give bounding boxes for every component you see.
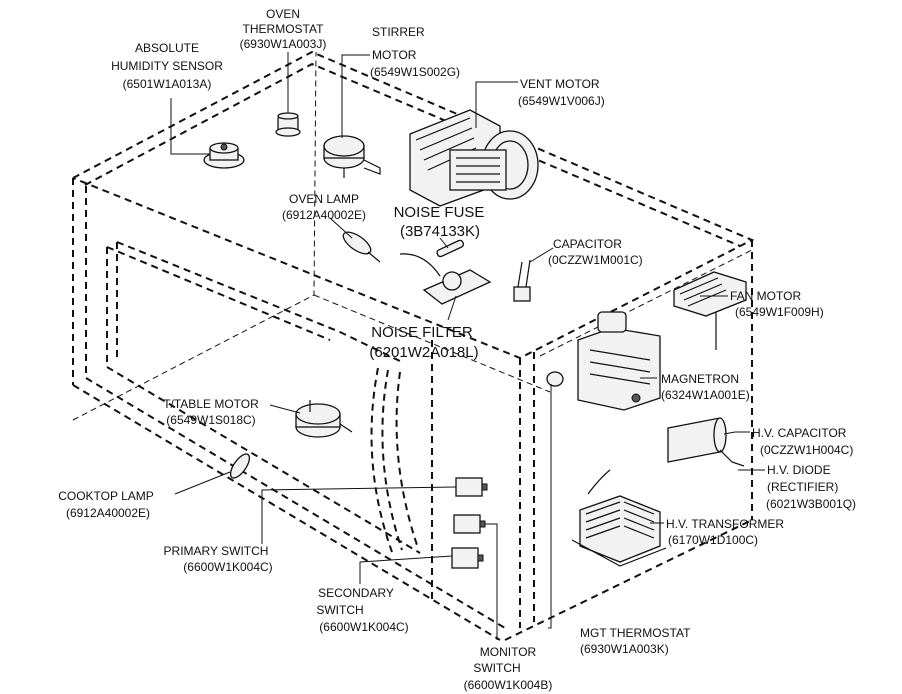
noise-filter-code: (6201W2A018L)	[369, 344, 478, 361]
oven-thermostat-name-2: THERMOSTAT	[243, 22, 325, 36]
primary-switch-name: PRIMARY SWITCH	[164, 544, 269, 558]
label-oven-thermostat: OVEN THERMOSTAT (6930W1A003J)	[240, 7, 327, 51]
hv-diode-name-1: H.V. DIODE	[767, 463, 831, 477]
label-mgt-thermostat: MGT THERMOSTAT (6930W1A003K)	[580, 626, 691, 656]
hv-capacitor-name: H.V. CAPACITOR	[752, 426, 847, 440]
oven-lamp-part	[342, 231, 381, 263]
label-capacitor: CAPACITOR (0CZZW1M001C)	[548, 237, 643, 267]
monitor-switch-name-2: SWITCH	[473, 661, 520, 675]
monitor-switch-part	[453, 514, 486, 534]
noise-fuse-name: NOISE FUSE	[394, 204, 485, 221]
secondary-switch-name-1: SECONDARY	[318, 586, 394, 600]
label-primary-switch: PRIMARY SWITCH (6600W1K004C)	[164, 544, 273, 574]
oven-lamp-code: (6912A40002E)	[282, 208, 366, 222]
label-noise-filter: NOISE FILTER (6201W2A018L)	[369, 324, 478, 361]
label-monitor-switch: MONITOR SWITCH (6600W1K004B)	[464, 645, 553, 692]
humidity-sensor-part	[203, 142, 245, 169]
label-oven-lamp: OVEN LAMP (6912A40002E)	[282, 192, 366, 222]
noise-fuse-code: (3B74133K)	[400, 223, 480, 240]
hv-transformer-part	[571, 469, 667, 567]
noise-fuse-part	[436, 239, 465, 258]
humidity-sensor-name-1: ABSOLUTE	[135, 41, 199, 55]
label-stirrer-motor: STIRRER MOTOR (6549W1S002G)	[370, 25, 460, 79]
hv-capacitor-code: (0CZZW1H004C)	[760, 443, 853, 457]
stirrer-motor-name-1: STIRRER	[372, 25, 425, 39]
monitor-switch-code: (6600W1K004B)	[464, 678, 553, 692]
hv-capacitor-part	[667, 417, 745, 467]
secondary-switch-code: (6600W1K004C)	[319, 620, 408, 634]
fan-motor-part	[673, 271, 747, 350]
mgt-thermostat-name: MGT THERMOSTAT	[580, 626, 691, 640]
hv-transformer-code: (6170W1D100C)	[668, 533, 758, 547]
capacitor-part	[513, 259, 531, 302]
label-humidity-sensor: ABSOLUTE HUMIDITY SENSOR (6501W1A013A)	[111, 41, 223, 91]
humidity-sensor-code: (6501W1A013A)	[123, 77, 212, 91]
label-hv-diode: H.V. DIODE (RECTIFIER) (6021W3B001Q)	[766, 463, 856, 511]
cooktop-lamp-part	[229, 453, 251, 479]
oven-thermostat-name-1: OVEN	[266, 7, 300, 21]
secondary-switch-name-2: SWITCH	[316, 603, 363, 617]
primary-switch-code: (6600W1K004C)	[183, 560, 272, 574]
humidity-sensor-name-2: HUMIDITY SENSOR	[111, 59, 223, 73]
monitor-switch-name-1: MONITOR	[480, 645, 537, 659]
label-vent-motor: VENT MOTOR (6549W1V006J)	[518, 77, 605, 108]
magnetron-name: MAGNETRON	[661, 372, 739, 386]
hv-diode-name-2: (RECTIFIER)	[767, 480, 838, 494]
stirrer-motor-code: (6549W1S002G)	[370, 65, 460, 79]
hv-transformer-name: H.V. TRANSFORMER	[666, 517, 784, 531]
oven-thermostat-code: (6930W1A003J)	[240, 37, 327, 51]
oven-lamp-name: OVEN LAMP	[289, 192, 359, 206]
label-secondary-switch: SECONDARY SWITCH (6600W1K004C)	[316, 586, 408, 634]
label-hv-transformer: H.V. TRANSFORMER (6170W1D100C)	[666, 517, 784, 547]
vent-motor-name: VENT MOTOR	[520, 77, 600, 91]
primary-switch-part	[455, 477, 488, 497]
magnetron-part	[546, 311, 661, 411]
cooktop-lamp-code: (6912A40002E)	[66, 506, 150, 520]
ttable-motor-name: T/TABLE MOTOR	[163, 397, 259, 411]
capacitor-code: (0CZZW1M001C)	[548, 253, 643, 267]
label-hv-capacitor: H.V. CAPACITOR (0CZZW1H004C)	[752, 426, 853, 457]
cabinet-outline	[72, 50, 755, 641]
fan-motor-name: FAN MOTOR	[730, 289, 801, 303]
ttable-motor-part	[295, 400, 353, 438]
cooktop-lamp-name: COOKTOP LAMP	[58, 489, 154, 503]
label-cooktop-lamp: COOKTOP LAMP (6912A40002E)	[58, 489, 154, 520]
label-noise-fuse: NOISE FUSE (3B74133K)	[394, 204, 485, 240]
label-ttable-motor: T/TABLE MOTOR (6549W1S018C)	[163, 397, 259, 427]
label-magnetron: MAGNETRON (6324W1A001E)	[661, 372, 750, 402]
hv-diode-code: (6021W3B001Q)	[766, 497, 856, 511]
noise-filter-part	[399, 253, 492, 305]
vent-motor-code: (6549W1V006J)	[518, 94, 605, 108]
stirrer-motor-name-2: MOTOR	[372, 48, 417, 62]
ttable-motor-code: (6549W1S018C)	[166, 413, 255, 427]
secondary-switch-part	[451, 547, 484, 569]
stirrer-motor-part	[323, 135, 381, 178]
fan-motor-code: (6549W1F009H)	[735, 305, 824, 319]
leader-lines	[170, 52, 765, 640]
mgt-thermostat-code: (6930W1A003K)	[580, 642, 669, 656]
capacitor-name: CAPACITOR	[553, 237, 622, 251]
noise-filter-name: NOISE FILTER	[371, 324, 473, 341]
label-fan-motor: FAN MOTOR (6549W1F009H)	[730, 289, 824, 319]
oven-thermostat-part	[275, 112, 301, 137]
magnetron-code: (6324W1A001E)	[661, 388, 750, 402]
vent-motor-part	[409, 109, 539, 207]
